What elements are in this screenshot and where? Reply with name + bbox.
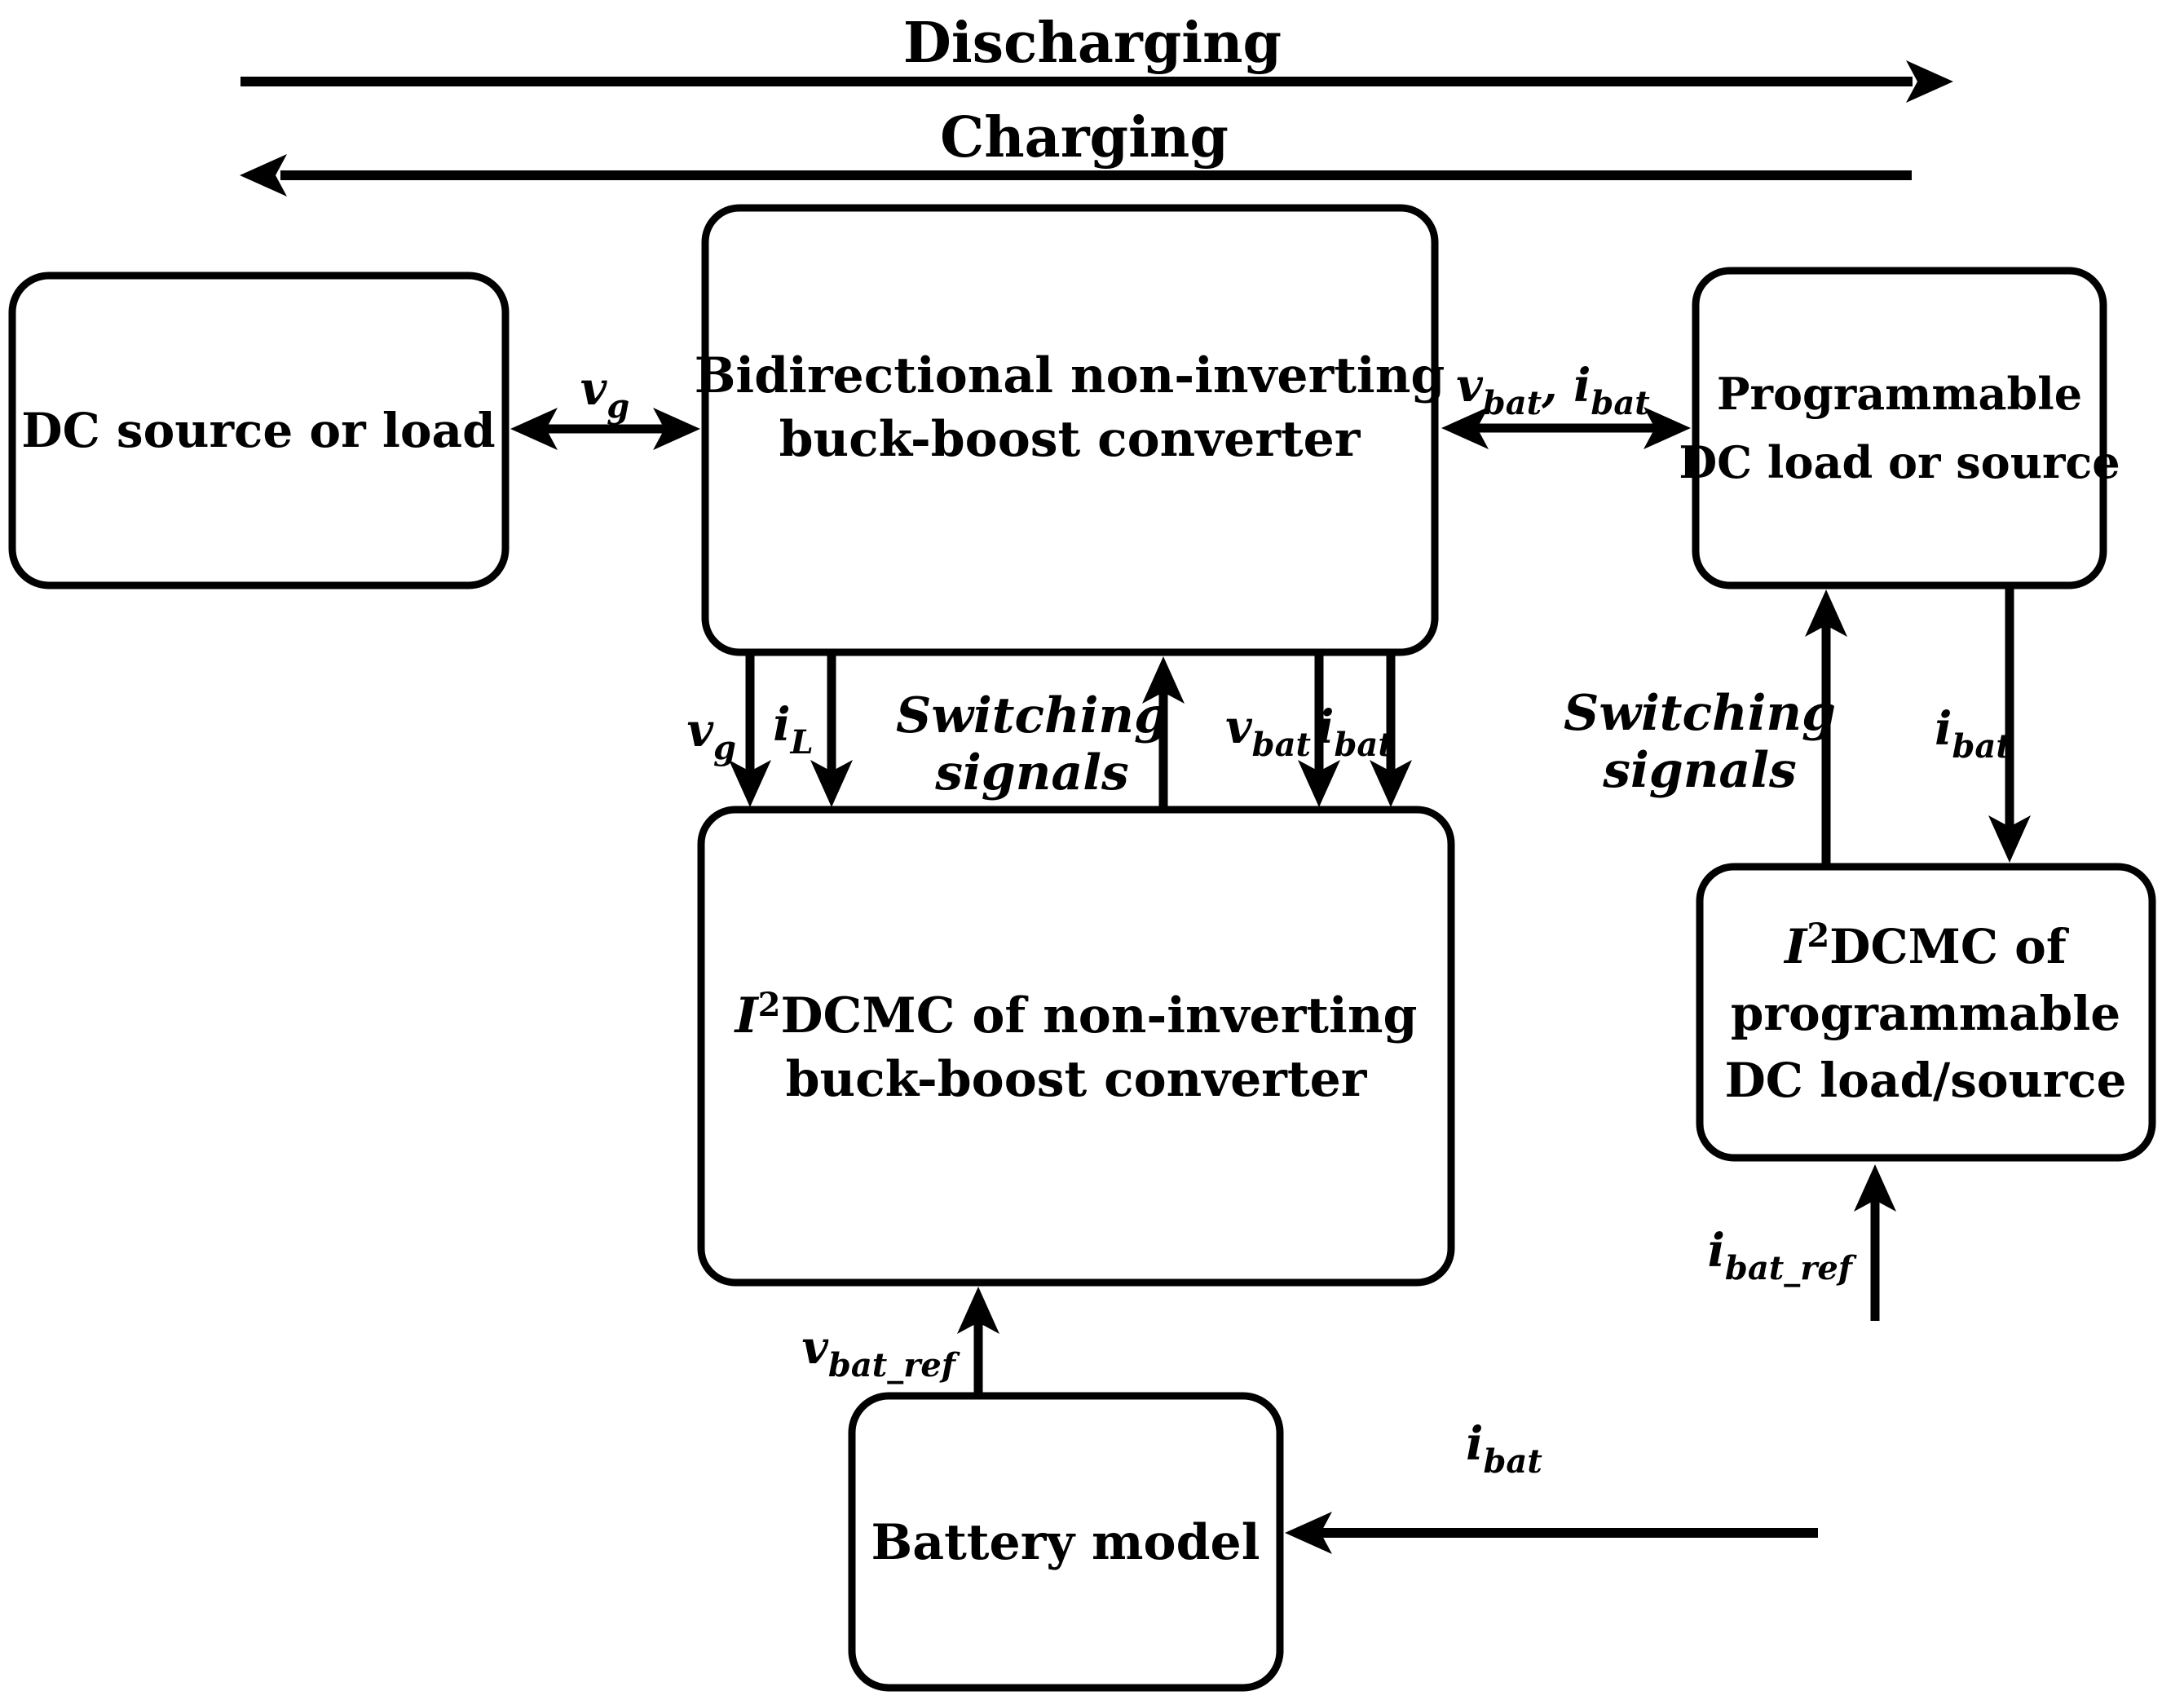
node-dc-source-or-load: DC source or load [8,272,510,589]
il-meas-arrow [810,655,853,807]
ibat-meas-label: ibat [1317,700,1393,764]
vbat-ibat-bus-arrow [1441,407,1691,449]
ibat-right-label: ibat [1935,702,2011,766]
vg-bus-label: vg [580,362,630,426]
ibat-ref-label: ibat_ref [1708,1224,1857,1287]
charging-arrow [240,154,1912,196]
ibat-battery-arrow [1285,1512,1818,1554]
vbat-ibat-bus-label: vbat, ibat [1456,359,1650,422]
vbat-meas-label: vbat [1225,700,1311,764]
i2dcmc-center-label-line2: buck-boost converter [786,1051,1368,1108]
i2dcmc-right-label-line3: DC load/source [1725,1053,2127,1108]
vbat-ref-arrow [957,1287,999,1396]
vg-bus-arrow [510,408,700,450]
charging-label: Charging [940,105,1229,170]
programmable-label-line2: DC load or source [1679,436,2120,488]
i2dcmc-right-label-line1: I2DCMC of [1783,916,2070,974]
switching-signals-right-line1: Switching [1564,685,1836,742]
converter-label-line1: Bidirectional non-inverting [695,347,1445,404]
ibat-ref-arrow [1854,1164,1896,1321]
vbat-meas-arrow [1298,655,1340,807]
i2dcmc-right-label-line2: programmable [1731,986,2120,1041]
switching-signals-right-arrow [1805,589,1847,864]
vbat-ref-label: vbat_ref [801,1321,960,1384]
switching-signals-left-line2: signals [934,744,1129,801]
ibat-meas-arrow [1370,655,1412,807]
switching-signals-right-line2: signals [1602,742,1797,799]
node-battery-model: Battery model [848,1392,1284,1692]
switching-signals-left-arrow [1142,656,1185,807]
discharging-arrow [240,60,1953,103]
vg-meas-label: vg [686,704,736,767]
ibat-battery-label: ibat [1466,1417,1542,1481]
node-i2dcmc-converter-controller: I2DCMC of non-inverting buck-boost conve… [697,806,1455,1287]
node-i2dcmc-load-controller: I2DCMC of programmable DC load/source [1696,863,2156,1162]
i2dcmc-center-label-line1: I2DCMC of non-inverting [734,986,1418,1044]
il-meas-label: iL [773,698,813,762]
switching-signals-left-line1: Switching [896,687,1168,744]
node-bidirectional-converter: Bidirectional non-inverting buck-boost c… [695,204,1445,656]
battery-model-label: Battery model [871,1514,1260,1571]
converter-label-line2: buck-boost converter [779,411,1361,468]
discharging-label: Discharging [903,11,1282,76]
dc-source-label: DC source or load [21,403,495,458]
programmable-label-line1: Programmable [1717,368,2082,420]
node-programmable-dc-load: Programmable DC load or source [1679,267,2120,589]
ibat-right-arrow [1988,585,2031,863]
vg-meas-arrow [729,655,771,807]
